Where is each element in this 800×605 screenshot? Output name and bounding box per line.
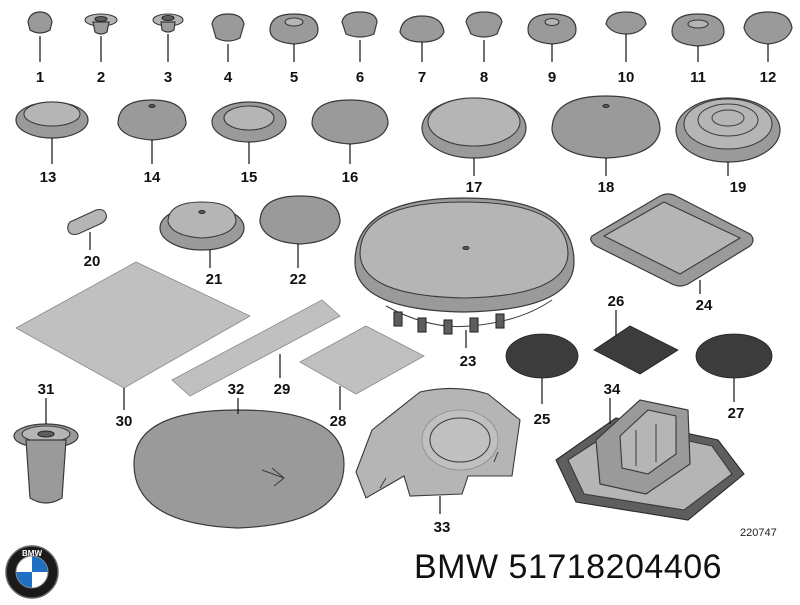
part-labels: 1 2 3 4 5 6 7 8 9 10 11 12 13 14 15 16 1…: [36, 69, 777, 536]
part-6: [341, 11, 378, 62]
label-27: 27: [728, 405, 745, 422]
label-29: 29: [274, 381, 291, 398]
label-11: 11: [690, 69, 706, 86]
label-5: 5: [290, 69, 298, 86]
part-18: [551, 95, 661, 176]
part-27: [695, 333, 773, 402]
label-33: 33: [434, 519, 451, 536]
label-31: 31: [38, 381, 55, 398]
part-title: BMW 51718204406: [414, 548, 722, 587]
part-16: [311, 99, 389, 164]
bmw-logo-text: BMW: [22, 549, 42, 558]
part-14: [117, 99, 187, 164]
label-16: 16: [342, 169, 359, 186]
brand-name: BMW: [414, 548, 499, 586]
label-22: 22: [290, 271, 307, 288]
label-13: 13: [40, 169, 57, 186]
label-30: 30: [116, 413, 133, 430]
label-17: 17: [466, 179, 483, 196]
label-32: 32: [228, 381, 245, 398]
label-3: 3: [164, 69, 172, 86]
label-10: 10: [618, 69, 635, 86]
label-6: 6: [356, 69, 364, 86]
part-24: [590, 193, 754, 294]
part-21: [159, 201, 245, 268]
part-8: [465, 11, 503, 62]
part-19: [675, 97, 781, 176]
part-7: [399, 15, 445, 62]
part-33: [355, 387, 521, 514]
part-9: [527, 13, 577, 62]
part-4: [211, 13, 245, 62]
part-number: 51718204406: [508, 548, 723, 586]
part-3: [152, 13, 184, 62]
part-13: [15, 101, 89, 164]
label-18: 18: [598, 179, 615, 196]
part-17: [421, 97, 527, 176]
label-9: 9: [548, 69, 556, 86]
label-4: 4: [224, 69, 233, 86]
label-21: 21: [206, 271, 223, 288]
part-22: [259, 195, 341, 268]
part-20: [67, 208, 107, 250]
label-28: 28: [330, 413, 347, 430]
part-5: [269, 13, 319, 62]
label-20: 20: [84, 253, 101, 270]
label-15: 15: [241, 169, 258, 186]
label-24: 24: [696, 297, 713, 314]
part-23-clips: [393, 311, 505, 335]
label-12: 12: [760, 69, 777, 86]
part-2: [84, 13, 118, 62]
label-14: 14: [144, 169, 161, 186]
part-32: [133, 398, 345, 529]
part-12: [743, 11, 793, 62]
part-11: [671, 13, 725, 62]
part-26: [593, 310, 679, 375]
label-25: 25: [534, 411, 551, 428]
label-26: 26: [608, 293, 625, 310]
part-31: [13, 398, 79, 504]
part-28: [299, 325, 425, 410]
part-23: [354, 197, 575, 348]
label-34: 34: [604, 381, 621, 398]
label-23: 23: [460, 353, 477, 370]
part-1: [27, 11, 53, 62]
part-10: [605, 11, 647, 62]
part-15: [211, 101, 287, 164]
label-8: 8: [480, 69, 488, 86]
label-2: 2: [97, 69, 105, 86]
label-1: 1: [36, 69, 44, 86]
part-34: [555, 398, 745, 521]
label-7: 7: [418, 69, 426, 86]
part-30: [15, 261, 251, 410]
bmw-logo: BMW: [5, 545, 59, 599]
label-19: 19: [730, 179, 747, 196]
reference-number: 220747: [740, 527, 777, 539]
part-25: [505, 333, 579, 404]
part-29: [171, 299, 341, 397]
